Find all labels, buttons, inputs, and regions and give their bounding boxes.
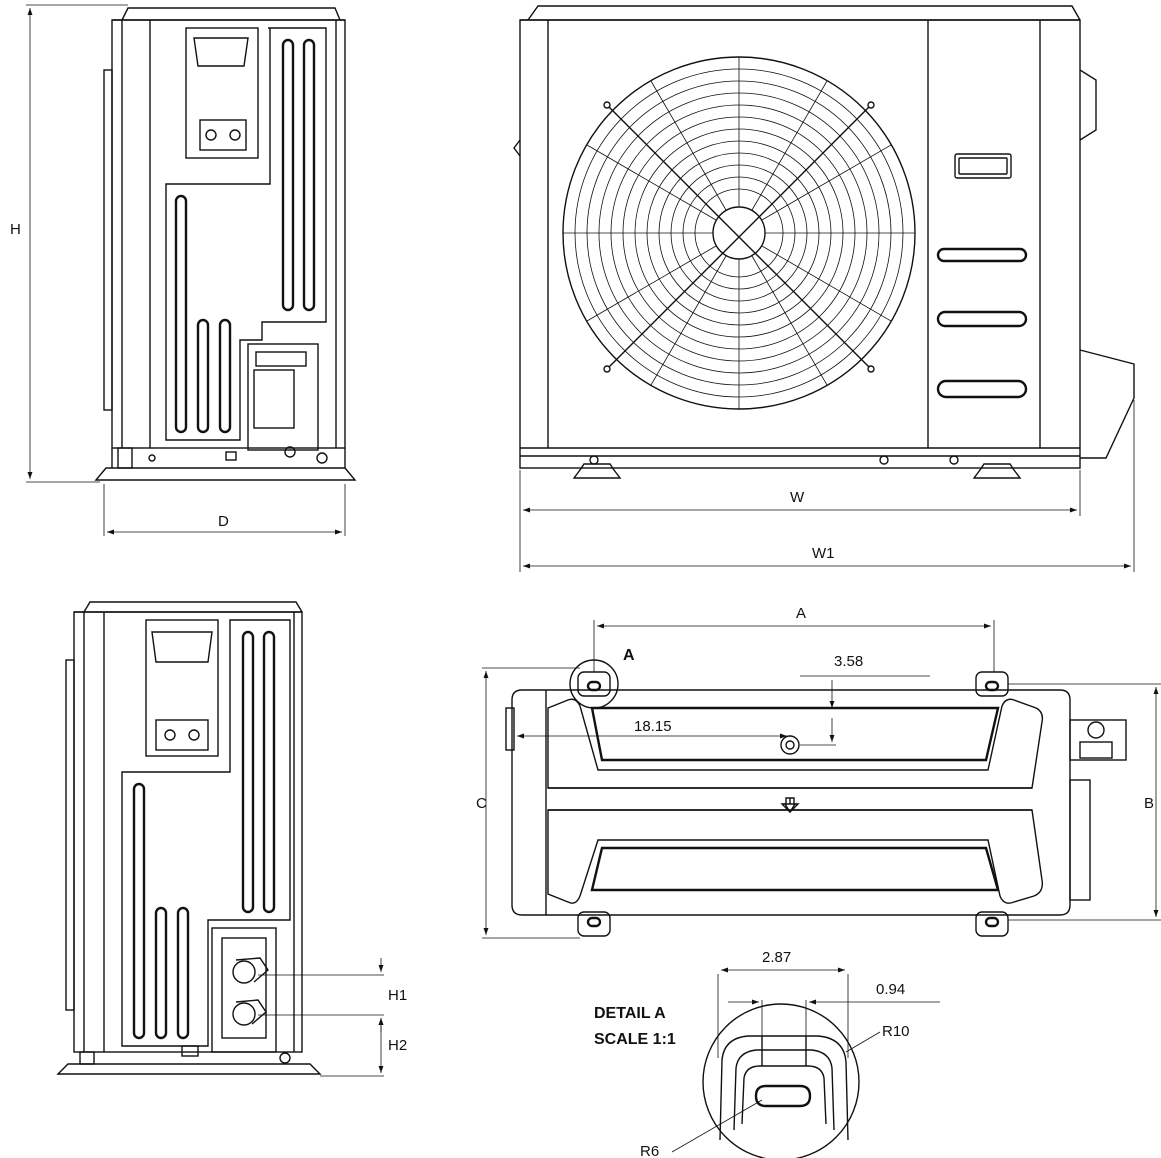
dimension-a	[593, 620, 995, 672]
dimension-d	[103, 484, 346, 536]
detail-title: DETAIL A	[594, 1005, 666, 1022]
dimension-3-58	[800, 675, 930, 746]
dimension-2-87	[717, 967, 849, 1058]
label-0-94: 0.94	[876, 981, 905, 998]
dimension-c	[482, 667, 580, 939]
dimension-w	[519, 470, 1081, 572]
leader-r6	[671, 1099, 763, 1153]
label-w: W	[790, 489, 805, 506]
detail-a-view	[702, 1003, 860, 1158]
front-view	[513, 5, 1135, 479]
side-view-top	[94, 7, 357, 481]
side-view-bottom	[56, 601, 322, 1075]
label-r6: R6	[640, 1143, 659, 1158]
label-a: A	[796, 605, 806, 622]
top-view	[505, 659, 1127, 937]
leader-r10	[845, 1031, 881, 1053]
label-c: C	[476, 795, 487, 812]
label-2-87: 2.87	[762, 949, 791, 966]
label-h: H	[10, 221, 21, 238]
label-h1: H1	[388, 987, 407, 1004]
dimension-h1-h2	[258, 958, 384, 1077]
label-r10: R10	[882, 1023, 910, 1040]
label-w1: W1	[812, 545, 835, 562]
dimension-0-94	[728, 999, 940, 1036]
dimension-w1	[523, 400, 1135, 572]
dimension-b	[1008, 683, 1161, 921]
detail-scale: SCALE 1:1	[594, 1031, 676, 1048]
label-h2: H2	[388, 1037, 407, 1054]
label-d: D	[218, 513, 229, 530]
detail-callout-a: A	[623, 647, 635, 664]
dimension-h	[26, 4, 128, 483]
label-18-15: 18.15	[634, 718, 672, 735]
fan-guard	[562, 56, 916, 410]
label-b: B	[1144, 795, 1154, 812]
label-3-58: 3.58	[834, 653, 863, 670]
